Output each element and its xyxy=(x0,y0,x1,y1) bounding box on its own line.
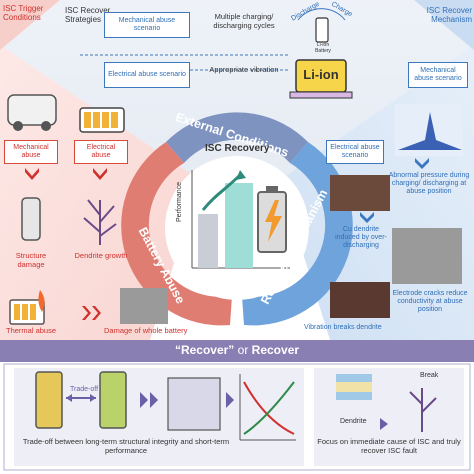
dendrite-growth-label: Dendrite growth xyxy=(74,251,128,260)
structure-damage-label: Structure damage xyxy=(15,251,47,269)
trigger-conditions-title: ISC Trigger Conditions xyxy=(3,4,44,23)
recover-mechanism-title: ISC Recover Mechanism xyxy=(426,6,472,25)
banner-recover: Recover xyxy=(251,343,300,357)
mechanical-abuse-box: Mechanical abuse xyxy=(4,140,58,164)
vibration-label: Vibration breaks dendrite xyxy=(304,324,382,331)
tradeoff-label: Trade-off xyxy=(70,386,99,393)
recover-strategies-title: ISC Recover Strategies xyxy=(65,6,111,25)
dendrite-label: Dendrite xyxy=(340,418,367,425)
strategy-mechanical-result: Multiple charging/ discharging cycles xyxy=(213,12,275,30)
banner-quoted-recover: “Recover” xyxy=(174,343,235,357)
right-caption: Focus on immediate cause of ISC and trul… xyxy=(317,437,461,455)
strategy-electrical-result: Appropriate vibration xyxy=(209,65,279,74)
cu-dendrite-label: Cu dendrite induced by over-discharging xyxy=(335,226,387,250)
performance-label: Performance xyxy=(176,181,183,222)
left-caption: Trade-off between long-term structural i… xyxy=(22,437,230,455)
recover-banner: “Recover” or Recover xyxy=(0,343,474,358)
ring-right xyxy=(242,142,353,326)
banner-bg xyxy=(0,340,474,362)
ring-top xyxy=(166,112,308,163)
damage-battery-label: Damage of whole battery xyxy=(104,326,188,335)
break-label: Break xyxy=(420,372,439,379)
mechanism-mechanical-box: Mechanical abuse scenario xyxy=(408,62,468,88)
ring-left xyxy=(121,142,232,326)
abnormal-pressure-label: Abnormal pressure during charging/ disch… xyxy=(388,172,470,196)
strategy-electrical-box: Electrical abuse scenario xyxy=(104,62,190,88)
banner-or: or xyxy=(237,343,249,357)
thermal-abuse-label: Thermal abuse xyxy=(6,326,57,335)
electrical-abuse-box: Electrical abuse xyxy=(74,140,128,164)
mechanism-electrical-box: Electrical abuse scenario xyxy=(326,140,384,164)
liion-label: Li-ion xyxy=(303,67,339,82)
electrode-cracks-label: Electrode cracks reduce conductivity at … xyxy=(392,290,468,314)
liion-small-label: Li-ion Battery xyxy=(315,42,331,54)
isc-recovery-title: ISC Recovery xyxy=(205,143,270,154)
strategy-mechanical-box: Mechanical abuse scenario xyxy=(104,12,190,38)
